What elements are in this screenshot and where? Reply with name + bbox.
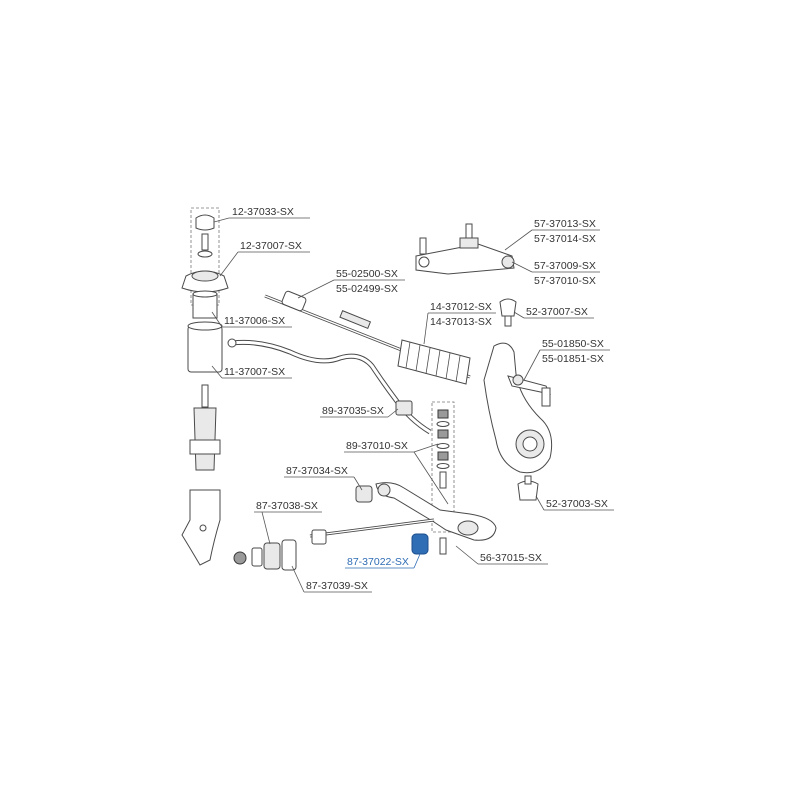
outer-tie-rod-end[interactable] — [507, 374, 551, 407]
steering-rack — [264, 290, 471, 385]
link-bushing-1[interactable] — [437, 429, 449, 439]
label-c3[interactable]: 11-37006-SX — [224, 315, 285, 327]
strut-rod-nut[interactable] — [233, 551, 247, 565]
label-c5[interactable]: 55-02500-SX — [336, 268, 398, 280]
label-c20[interactable]: 52-37003-SX — [546, 498, 608, 510]
strut-rod-bushing-rear[interactable] — [281, 539, 297, 571]
part-number-labels: 12-37033-SX 12-37007-SX 11-37006-SX 11-3… — [224, 206, 608, 592]
label-c8[interactable]: 57-37014-SX — [534, 233, 596, 245]
label-c9[interactable]: 57-37009-SX — [534, 260, 596, 272]
label-c12[interactable]: 14-37013-SX — [430, 316, 492, 328]
label-c1[interactable]: 12-37033-SX — [232, 206, 294, 218]
strut-mount-bearing[interactable] — [191, 270, 219, 282]
strut-assembly — [181, 207, 229, 566]
label-c16[interactable]: 89-37035-SX — [322, 405, 384, 417]
upper-arm-ball-joint[interactable] — [501, 255, 515, 269]
label-c6[interactable]: 55-02499-SX — [336, 283, 398, 295]
label-c18[interactable]: 87-37034-SX — [286, 465, 348, 477]
strut-stud[interactable] — [201, 233, 209, 251]
strut-top-cap[interactable] — [195, 214, 215, 231]
link-washer-2[interactable] — [436, 443, 450, 449]
label-c4[interactable]: 11-37007-SX — [224, 366, 285, 378]
upper-arm-bushing[interactable] — [459, 237, 479, 249]
lower-arm-ball-joint-seat — [457, 520, 479, 536]
knuckle-hub-center — [522, 436, 538, 452]
leader-lines — [211, 217, 614, 593]
strut-rod-bushing-front[interactable] — [263, 542, 281, 570]
bump-stop-top[interactable] — [192, 290, 218, 298]
label-c7[interactable]: 57-37013-SX — [534, 218, 596, 230]
lower-ball-joint-stud[interactable] — [524, 475, 532, 485]
bracket-bolt-hole — [199, 524, 207, 532]
rack-thread[interactable] — [339, 310, 372, 330]
label-c23[interactable]: 87-37039-SX — [306, 580, 368, 592]
label-c19[interactable]: 87-37038-SX — [256, 500, 318, 512]
strut-rod-bushing-kit — [233, 529, 327, 571]
shock-rod[interactable] — [201, 384, 209, 408]
link-stack-dash-box — [431, 401, 455, 533]
strut-dust-boot[interactable] — [187, 325, 223, 373]
shock-spring-seat[interactable] — [189, 439, 221, 455]
upper-arm-stud-left[interactable] — [419, 237, 427, 255]
upper-control-arm — [415, 223, 515, 275]
link-washer-3[interactable] — [436, 463, 450, 469]
link-bolt[interactable] — [439, 537, 447, 555]
strut-washer[interactable] — [197, 250, 213, 258]
inner-tie-rod-end[interactable] — [281, 290, 307, 312]
lower-arm-bushing[interactable] — [355, 485, 373, 503]
lower-control-arm — [375, 482, 497, 541]
strut-rod-washer[interactable] — [251, 547, 263, 567]
label-c11[interactable]: 14-37012-SX — [430, 301, 492, 313]
upper-ball-joint-stud[interactable] — [504, 315, 512, 327]
label-c15[interactable]: 55-01851-SX — [542, 353, 604, 365]
steering-knuckle — [483, 342, 553, 474]
stabilizer-bar-end — [227, 338, 237, 348]
link-sleeve[interactable] — [439, 471, 447, 489]
strut-dust-boot-top[interactable] — [187, 321, 223, 331]
label-c10[interactable]: 57-37010-SX — [534, 275, 596, 287]
label-c14[interactable]: 55-01850-SX — [542, 338, 604, 350]
label-c13[interactable]: 52-37007-SX — [526, 306, 588, 318]
strut-mount-dash-box — [190, 207, 220, 306]
rack-bellows-boot[interactable] — [397, 339, 471, 385]
shock-body[interactable] — [193, 407, 217, 471]
upper-ball-joint[interactable] — [499, 298, 517, 317]
strut-rod-end-bushing[interactable] — [311, 529, 327, 545]
label-c17[interactable]: 89-37010-SX — [346, 440, 408, 452]
link-hardware-stack — [431, 401, 455, 555]
highlighted-control-arm-bushing[interactable] — [411, 533, 429, 555]
label-c22[interactable]: 56-37015-SX — [480, 552, 542, 564]
label-c2[interactable]: 12-37007-SX — [240, 240, 302, 252]
lower-arm-front-pivot[interactable] — [377, 483, 391, 497]
link-nut-top[interactable] — [437, 409, 449, 419]
label-c21[interactable]: 87-37022-SX — [347, 556, 409, 568]
stabilizer-bushing[interactable] — [395, 400, 413, 416]
link-washer-1[interactable] — [436, 421, 450, 427]
upper-arm-pivot-front[interactable] — [418, 256, 430, 268]
link-bushing-2[interactable] — [437, 451, 449, 461]
